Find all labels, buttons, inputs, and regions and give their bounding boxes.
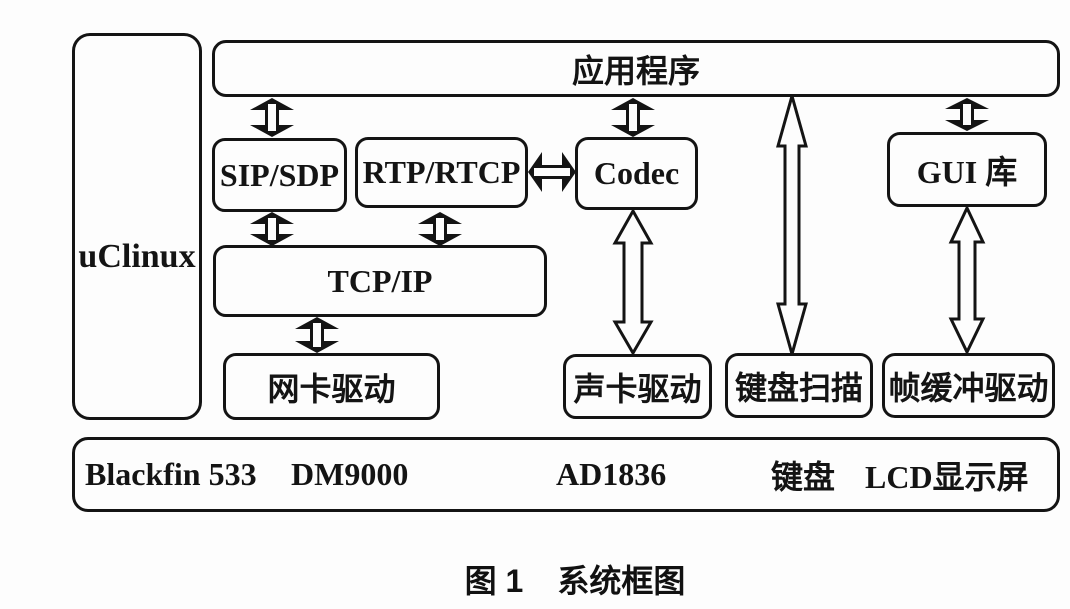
rtp-rtcp-label: RTP/RTCP — [362, 154, 521, 190]
sip-sdp-label: SIP/SDP — [219, 156, 340, 193]
arrow-tcp-net — [295, 317, 339, 353]
arrow-rtp-tcp — [418, 212, 462, 246]
hardware-audio-label: AD1836 — [556, 456, 667, 492]
hardware-keyboard-label: 键盘 — [771, 458, 836, 495]
gui-lib-label: GUI 库 — [916, 153, 1018, 190]
network-driver-box: 网卡驱动 — [223, 353, 440, 420]
framebuffer-driver-box: 帧缓冲驱动 — [882, 353, 1055, 418]
application-box: 应用程序 — [212, 40, 1060, 97]
arrow-gui-framebuffer — [948, 204, 986, 356]
hardware-bar: Blackfin 533 DM9000 AD1836 键盘 LCD显示屏 — [72, 437, 1060, 512]
arrow-rtp-codec — [528, 152, 576, 192]
tcp-ip-label: TCP/IP — [327, 262, 433, 299]
sound-driver-box: 声卡驱动 — [563, 354, 712, 419]
codec-label: Codec — [593, 155, 680, 191]
tcp-ip-box: TCP/IP — [213, 245, 547, 317]
application-label: 应用程序 — [571, 52, 700, 89]
gui-lib-box: GUI 库 — [887, 132, 1047, 207]
figure-caption-number: 图 1 — [464, 563, 524, 599]
arrow-app-sip — [250, 98, 294, 137]
sound-driver-label: 声卡驱动 — [573, 370, 702, 407]
uclinux-label: uClinux — [78, 237, 196, 275]
framebuffer-driver-label: 帧缓冲驱动 — [888, 369, 1049, 406]
figure-caption: 图 1 系统框图 — [410, 556, 740, 602]
uclinux-box: uClinux — [72, 33, 202, 420]
arrow-app-codec — [611, 98, 655, 137]
rtp-rtcp-box: RTP/RTCP — [355, 137, 528, 208]
arrow-app-keyboard — [776, 90, 808, 360]
network-driver-label: 网卡驱动 — [267, 370, 396, 407]
codec-box: Codec — [575, 137, 698, 210]
arrow-app-gui — [945, 98, 989, 131]
arrow-sip-tcp — [250, 212, 294, 246]
hardware-cpu-label: Blackfin 533 — [85, 456, 257, 492]
hardware-lcd-label: LCD显示屏 — [865, 458, 1029, 495]
figure-caption-title: 系统框图 — [557, 563, 686, 599]
hardware-ethernet-label: DM9000 — [291, 456, 409, 492]
keyboard-scan-box: 键盘扫描 — [725, 353, 873, 418]
sip-sdp-box: SIP/SDP — [212, 138, 347, 212]
arrow-codec-sound — [612, 207, 654, 356]
keyboard-scan-label: 键盘扫描 — [734, 369, 863, 406]
